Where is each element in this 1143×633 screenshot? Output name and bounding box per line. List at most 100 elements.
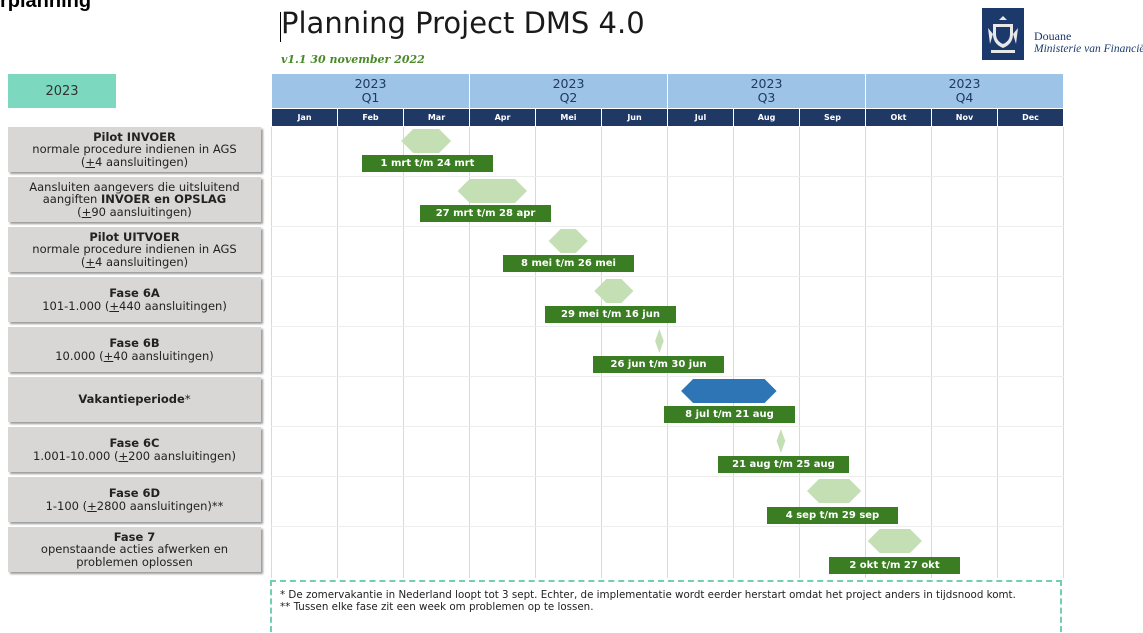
phase-desc: normale procedure indienen in AGS [32, 142, 237, 157]
gantt-bar [401, 129, 452, 153]
grid-line [535, 127, 536, 578]
date-label: 8 jul t/m 21 aug [664, 406, 795, 423]
phase-pilot-invoer: Pilot INVOER normale procedure indienen … [8, 127, 261, 172]
phase-pilot-uitvoer: Pilot UITVOER normale procedure indienen… [8, 227, 261, 272]
gantt-bar [867, 529, 922, 553]
phase-count: (+90 aansluitingen) [77, 204, 192, 219]
month-header: Jan [272, 109, 337, 126]
date-label: 2 okt t/m 27 okt [829, 557, 960, 574]
date-label: 8 mei t/m 26 mei [503, 255, 634, 272]
date-label: 21 aug t/m 25 aug [718, 456, 849, 473]
phase-desc: openstaande acties afwerken en [40, 542, 229, 557]
month-header: Okt [866, 109, 931, 126]
month-header: Jul [668, 109, 733, 126]
phase-count: (+4 aansluitingen) [80, 254, 189, 269]
row-divider [271, 326, 1064, 327]
month-header: Mar [404, 109, 469, 126]
phase-count: 1.001-10.000 (+200 aansluitingen) [33, 448, 236, 463]
footnote-1: * De zomervakantie in Nederland loopt to… [280, 589, 1016, 601]
phase-vakantie: Vakantieperiode* [8, 377, 261, 422]
phase-title: Pilot UITVOER [89, 229, 180, 244]
quarter-label: Q4 [955, 90, 974, 105]
row-divider [271, 376, 1064, 377]
quarter-year: 2023 [354, 76, 387, 91]
phase-title: aangiften INVOER en OPSLAG [42, 192, 227, 207]
gantt-bar [807, 479, 862, 503]
month-header: Aug [734, 109, 799, 126]
grid-line [337, 127, 338, 578]
row-divider [271, 276, 1064, 277]
footnotes: * De zomervakantie in Nederland loopt to… [270, 580, 1062, 632]
grid-line [1063, 127, 1064, 578]
grid-line [733, 127, 734, 578]
phase-desc: problemen oplossen [76, 554, 193, 569]
date-label: 1 mrt t/m 24 mrt [362, 155, 493, 172]
phase-desc: normale procedure indienen in AGS [32, 242, 237, 257]
logo-text-ministry: Ministerie van Financiën [1034, 43, 1143, 55]
month-header: Feb [338, 109, 403, 126]
date-label: 27 mrt t/m 28 apr [420, 205, 551, 222]
phase-6a: Fase 6A 101-1.000 (+440 aansluitingen) [8, 277, 261, 322]
phase-count: 101-1.000 (+440 aansluitingen) [42, 298, 227, 313]
gantt-bar [681, 379, 777, 403]
month-header: Sep [800, 109, 865, 126]
date-label: 29 mei t/m 16 jun [545, 306, 676, 323]
quarter-year: 2023 [948, 76, 981, 91]
grid-line [997, 127, 998, 578]
row-divider [271, 426, 1064, 427]
phase-count: 10.000 (+40 aansluitingen) [55, 348, 214, 363]
version-date: v1.1 30 november 2022 [281, 53, 425, 66]
phase-title: Fase 6A [109, 286, 160, 300]
phase-title: Fase 7 [113, 529, 156, 544]
quarter-label: Q3 [757, 90, 776, 105]
grid-line [799, 127, 800, 578]
phase-6b: Fase 6B 10.000 (+40 aansluitingen) [8, 327, 261, 372]
month-header: Mei [536, 109, 601, 126]
logo-emblem-icon [982, 8, 1024, 60]
logo-text-douane: Douane [1034, 29, 1072, 43]
quarter-header-q1: 2023 Q1 [272, 74, 469, 108]
phase-count: (+4 aansluitingen) [80, 154, 189, 169]
phase-desc: Aansluiten aangevers die uitsluitend [29, 179, 240, 194]
gantt-bar [776, 429, 786, 453]
row-divider [271, 176, 1064, 177]
gantt-bar [457, 179, 527, 203]
phase-6c: Fase 6C 1.001-10.000 (+200 aansluitingen… [8, 427, 261, 472]
grid-line [931, 127, 932, 578]
gantt-bar [655, 329, 664, 353]
date-label: 26 jun t/m 30 jun [593, 356, 724, 373]
row-divider [271, 226, 1064, 227]
phase-title: Pilot INVOER [93, 129, 176, 144]
grid-line [667, 127, 668, 578]
quarter-year: 2023 [552, 76, 585, 91]
grid-line [865, 127, 866, 578]
quarter-header-q3: 2023 Q3 [668, 74, 865, 108]
phase-7: Fase 7 openstaande acties afwerken en pr… [8, 527, 261, 572]
phase-6d: Fase 6D 1-100 (+2800 aansluitingen)** [8, 477, 261, 522]
quarter-year: 2023 [750, 76, 783, 91]
month-header: Nov [932, 109, 997, 126]
year-label: 2023 [8, 74, 116, 108]
phase-count: 1-100 (+2800 aansluitingen)** [45, 498, 224, 513]
phase-title: Vakantieperiode* [78, 392, 191, 407]
footnote-2: ** Tussen elke fase zit een week om prob… [280, 600, 594, 613]
phase-title: Fase 6C [109, 436, 160, 450]
quarter-label: Q1 [361, 90, 380, 105]
quarter-label: Q2 [559, 90, 578, 105]
page-title: Planning Project DMS 4.0 [280, 6, 645, 42]
corner-text: rplanning [0, 0, 92, 12]
grid-line [403, 127, 404, 578]
phase-title: Fase 6B [109, 336, 160, 350]
row-divider [271, 526, 1064, 527]
row-divider [271, 476, 1064, 477]
gantt-bar [548, 229, 588, 253]
date-label: 4 sep t/m 29 sep [767, 507, 898, 524]
grid-line [601, 127, 602, 578]
month-header: Apr [470, 109, 535, 126]
month-header: Dec [998, 109, 1063, 126]
gantt-bar [594, 279, 634, 303]
grid-line [271, 127, 272, 578]
phase-invoer-opslag: Aansluiten aangevers die uitsluitend aan… [8, 177, 261, 222]
phase-title: Fase 6D [108, 486, 161, 500]
